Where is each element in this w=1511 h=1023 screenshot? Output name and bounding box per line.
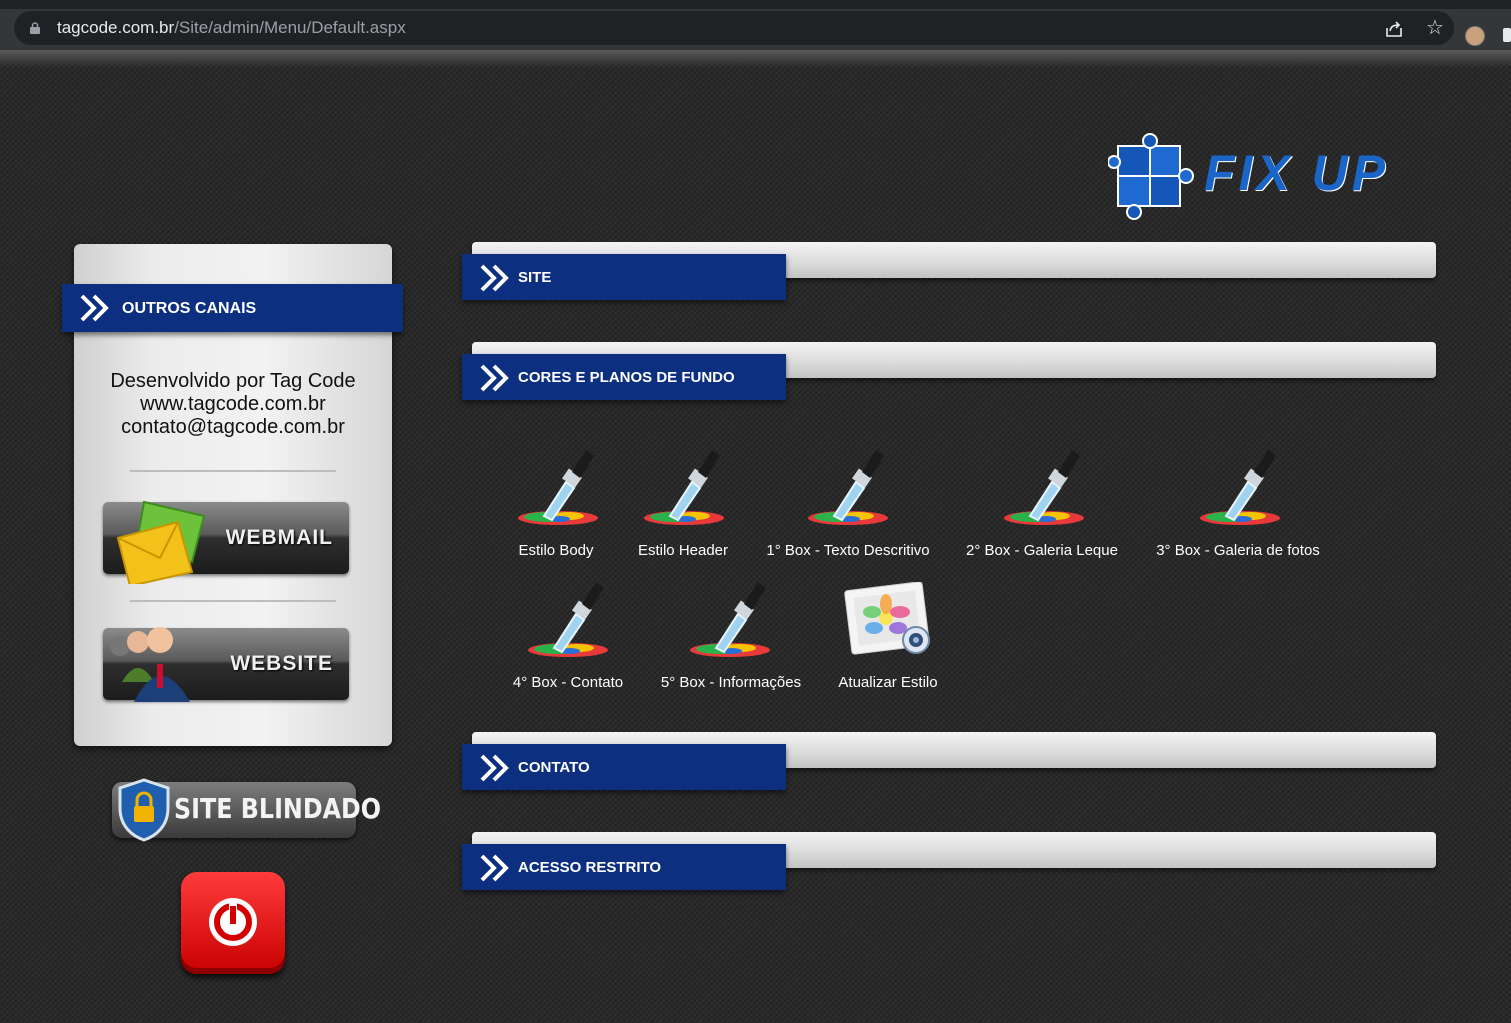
tool-label: Estilo Header (637, 542, 729, 559)
logout-button[interactable] (181, 872, 285, 974)
section-header[interactable]: SITE (462, 254, 786, 300)
tool-label: 2° Box - Galeria Leque (966, 542, 1118, 559)
double-chevron-icon (480, 264, 509, 292)
tool-label: Atualizar Estilo (838, 674, 938, 691)
section-cores-planos[interactable]: CORES E PLANOS DE FUNDO (462, 342, 1438, 402)
dev-line-3[interactable]: contato@tagcode.com.br (121, 416, 345, 438)
tool-atualizar-estilo[interactable]: Atualizar Estilo (832, 578, 944, 692)
url-path: /Site/admin/Menu/Default.aspx (174, 18, 406, 37)
divider (130, 470, 336, 472)
dropper-icon (808, 450, 888, 525)
double-chevron-icon (480, 854, 509, 882)
lock-icon (30, 22, 40, 34)
dropper-icon (690, 582, 770, 657)
website-label: WEBSITE (230, 652, 333, 675)
tool-label: 5° Box - Informações (660, 674, 802, 691)
url-text: tagcode.com.br/Site/admin/Menu/Default.a… (57, 11, 406, 45)
tool-box2-galeria-leque[interactable]: 2° Box - Galeria Leque (962, 446, 1122, 560)
dropper-icon (518, 450, 598, 525)
section-site[interactable]: SITE (462, 242, 1438, 302)
outros-canais-header: OUTROS CANAIS (62, 284, 403, 332)
profile-avatar-icon[interactable] (1465, 26, 1485, 46)
section-acesso-restrito[interactable]: ACESSO RESTRITO (462, 832, 1438, 892)
envelope-icon (116, 500, 206, 584)
tool-label: 3° Box - Galeria de fotos (1156, 542, 1320, 559)
section-contato[interactable]: CONTATO (462, 732, 1438, 792)
tool-estilo-body[interactable]: Estilo Body (506, 446, 606, 560)
puzzle-icon (1108, 133, 1194, 220)
extensions-icon[interactable] (1503, 28, 1511, 42)
dropper-icon (528, 582, 608, 657)
tool-box4-contato[interactable]: 4° Box - Contato (508, 578, 628, 692)
tool-label: 1° Box - Texto Descritivo (766, 542, 930, 559)
shield-lock-icon (118, 778, 170, 842)
tool-box3-galeria-fotos[interactable]: 3° Box - Galeria de fotos (1150, 446, 1326, 560)
bookmark-star-icon[interactable]: ☆ (1426, 17, 1444, 39)
photos-icon (844, 582, 930, 655)
tool-box5-informacoes[interactable]: 5° Box - Informações (656, 578, 806, 692)
section-title: SITE (518, 269, 552, 286)
double-chevron-icon (480, 364, 509, 392)
developer-info: Desenvolvido por Tag Code www.tagcode.co… (74, 370, 392, 439)
dropper-icon (644, 450, 724, 525)
tool-label: Estilo Body (518, 542, 594, 559)
double-chevron-icon (480, 754, 509, 782)
browser-tab-strip (0, 0, 1511, 9)
logo-text: FIX UP (1204, 145, 1390, 201)
section-title: CORES E PLANOS DE FUNDO (518, 369, 735, 386)
address-bar[interactable]: tagcode.com.br/Site/admin/Menu/Default.a… (14, 11, 1454, 45)
section-header[interactable]: CONTATO (462, 744, 786, 790)
fixup-logo: FIX UP (1108, 132, 1438, 222)
share-icon[interactable] (1384, 20, 1404, 38)
browser-toolbar: tagcode.com.br/Site/admin/Menu/Default.a… (0, 9, 1511, 50)
power-icon (209, 898, 257, 946)
site-blindado-label: SITE BLINDADO (174, 792, 382, 825)
tool-label: 4° Box - Contato (512, 674, 624, 691)
section-header[interactable]: ACESSO RESTRITO (462, 844, 786, 890)
toolbar-shadow (0, 50, 1511, 68)
divider (130, 600, 336, 602)
dev-line-1: Desenvolvido por Tag Code (110, 370, 356, 392)
section-title: CONTATO (518, 759, 590, 776)
outros-canais-title: OUTROS CANAIS (122, 300, 257, 317)
double-chevron-icon (80, 294, 109, 322)
tool-estilo-header[interactable]: Estilo Header (630, 446, 736, 560)
dropper-icon (1004, 450, 1084, 525)
dev-line-2[interactable]: www.tagcode.com.br (140, 393, 326, 415)
users-icon (110, 627, 190, 702)
dropper-icon (1200, 450, 1280, 525)
url-host: tagcode.com.br (57, 18, 175, 37)
section-title: ACESSO RESTRITO (518, 859, 662, 876)
section-header[interactable]: CORES E PLANOS DE FUNDO (462, 354, 786, 400)
webmail-label: WEBMAIL (225, 526, 333, 549)
tool-box1-texto-descritivo[interactable]: 1° Box - Texto Descritivo (762, 446, 934, 560)
